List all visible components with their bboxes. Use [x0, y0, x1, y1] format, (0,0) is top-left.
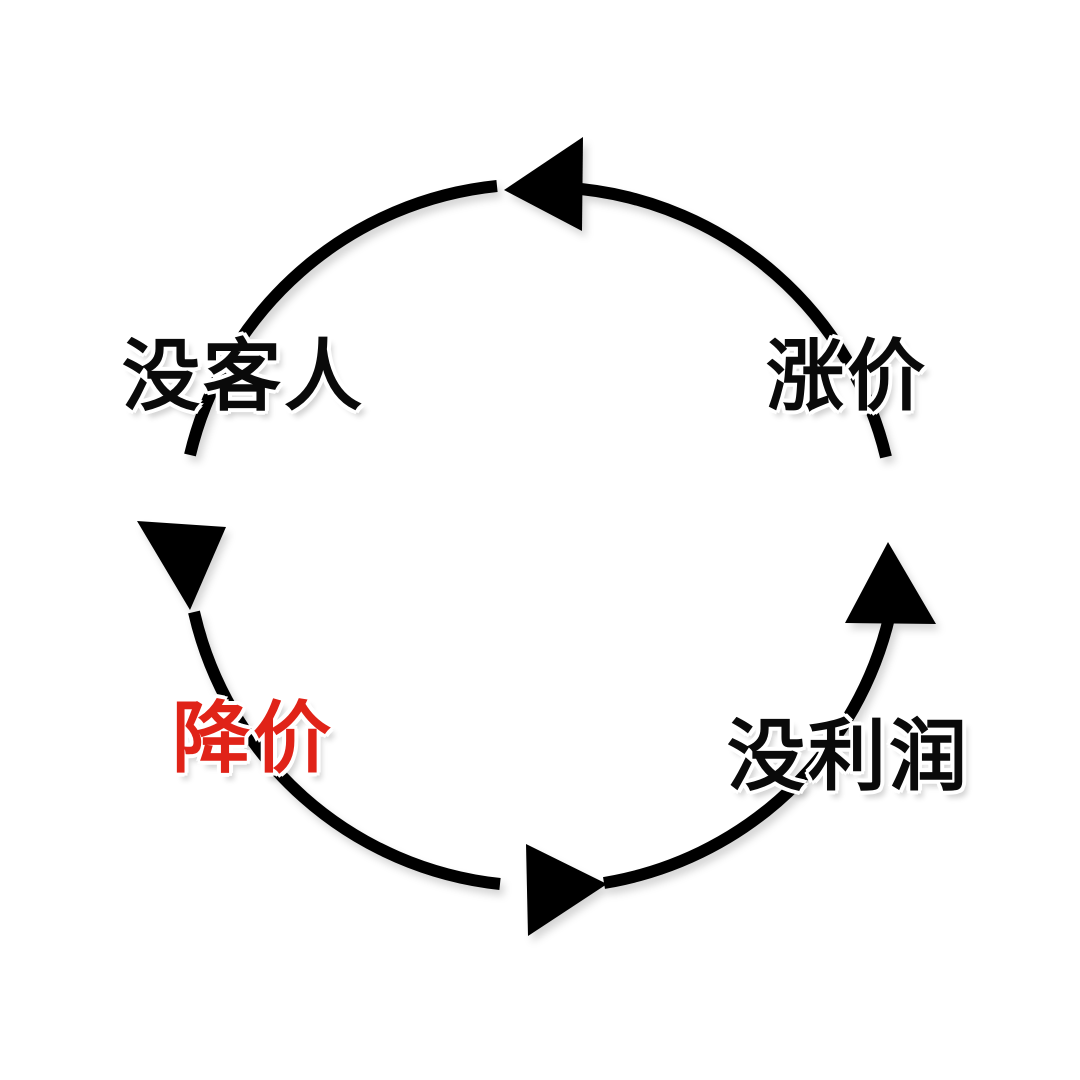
- node-label-raise-price[interactable]: 涨价: [766, 331, 929, 422]
- arc-lower-left: [188, 610, 501, 890]
- arc-upper-left: [184, 180, 498, 457]
- node-label-cut-price[interactable]: 降价: [172, 693, 335, 784]
- node-label-no-customers[interactable]: 没客人: [122, 331, 366, 422]
- arc-upper-right: [580, 183, 892, 459]
- arc-lower-right: [603, 612, 896, 889]
- cycle-ring: [137, 137, 936, 936]
- arrow-right-icon: [845, 542, 936, 624]
- arrow-top-icon: [504, 137, 583, 231]
- arrow-bottom-icon: [526, 844, 607, 936]
- node-label-no-profit[interactable]: 没利润: [727, 711, 971, 802]
- arrow-left-icon: [137, 521, 226, 610]
